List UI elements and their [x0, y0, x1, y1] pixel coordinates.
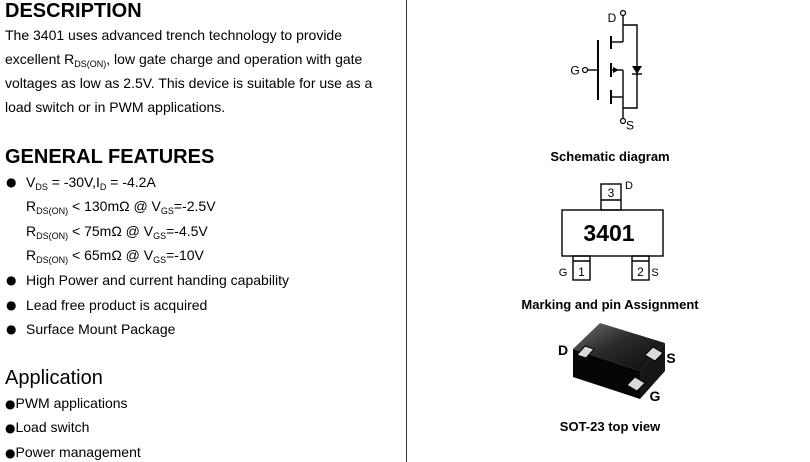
feature-item: Lead free product is acquired: [26, 297, 208, 313]
bullet-icon: ●: [6, 298, 17, 312]
spec-symbol: R: [26, 198, 37, 214]
pin3-number: 3: [608, 186, 615, 200]
package-pin-s: [644, 346, 664, 362]
feature-item: Surface Mount Package: [26, 321, 176, 337]
description-text: , low gate charge and operation with gat…: [106, 51, 363, 67]
schematic-pin-g: G: [570, 64, 579, 78]
pin2-number: 2: [637, 265, 644, 279]
package-front-face: [573, 349, 640, 399]
application-text: PWM applications: [15, 395, 128, 411]
description-line-4: load switch or in PWM applications.: [5, 99, 225, 115]
spec-value: =-2.5V: [173, 198, 216, 214]
spec-subscript: D: [99, 182, 107, 192]
description-line-1: The 3401 uses advanced trench technology…: [5, 27, 342, 43]
pin1-outline: [572, 255, 591, 281]
mosfet-schematic-icon: D G S: [570, 9, 642, 133]
package-body-outline: [561, 209, 664, 257]
spec-value: < 65mΩ @ V: [68, 247, 154, 263]
bullet-icon: ●: [6, 175, 17, 189]
spec-subscript: GS: [160, 206, 174, 216]
gate-terminal: [581, 66, 589, 74]
package-caption: SOT-23 top view: [559, 419, 661, 434]
package-label-s: S: [666, 350, 675, 366]
feature-spec-rdson-10v: RDS(ON) < 65mΩ @ VGS=-10V: [26, 247, 204, 265]
package-pin-g: [626, 376, 646, 392]
spec-symbol: V: [26, 174, 36, 190]
schematic-pin-d: D: [608, 11, 617, 25]
pin2-outline: [631, 255, 650, 281]
spec-value: =-4.5V: [166, 223, 208, 239]
feature-item: High Power and current handing capabilit…: [26, 272, 290, 288]
spec-symbol: I: [96, 174, 100, 190]
application-text: Power management: [15, 444, 141, 460]
description-text: load switch or in PWM applications.: [5, 99, 226, 115]
package-top-face: [573, 323, 665, 371]
sot23-package-icon: D S G: [558, 323, 676, 404]
description-subscript: DS(ON): [74, 59, 107, 69]
application-item: ●PWM applications: [5, 395, 128, 412]
bullet-icon: ●: [6, 322, 17, 336]
application-item: ●Power management: [5, 444, 141, 461]
application-item: ●Load switch: [5, 419, 89, 436]
spec-value: =-10V: [166, 247, 204, 263]
pin2-label: S: [651, 267, 658, 279]
marking-caption: Marking and pin Assignment: [521, 297, 699, 312]
application-text: Load switch: [15, 419, 90, 435]
application-heading: Application: [5, 367, 103, 389]
spec-subscript: GS: [153, 255, 167, 265]
column-divider: [406, 0, 407, 462]
bullet-icon: ●: [5, 397, 16, 411]
source-terminal: [619, 117, 627, 125]
description-text: The 3401 uses advanced trench technology…: [5, 27, 343, 43]
marking-code: 3401: [583, 220, 634, 246]
bullet-icon: ●: [5, 446, 16, 460]
description-line-3: voltages as low as 2.5V. This device is …: [5, 75, 372, 91]
bullet-icon: ●: [6, 273, 17, 287]
spec-symbol: R: [26, 247, 37, 263]
feature-spec-rdson-4v5: RDS(ON) < 75mΩ @ VGS=-4.5V: [26, 223, 208, 241]
spec-value: = -4.2A: [106, 174, 156, 190]
spec-subscript: DS(ON): [36, 231, 69, 241]
pin1-number: 1: [578, 265, 585, 279]
spec-symbol: R: [26, 223, 37, 239]
schematic-caption: Schematic diagram: [550, 149, 670, 164]
bullet-icon: ●: [5, 421, 16, 435]
marking-diagram: 3 D 3401 1 G 2 S: [559, 180, 664, 281]
spec-subscript: GS: [153, 231, 167, 241]
body-diode-triangle: [632, 66, 642, 74]
drain-terminal: [619, 9, 627, 17]
spec-value: < 130mΩ @ V: [68, 198, 161, 214]
description-text: voltages as low as 2.5V. This device is …: [5, 75, 373, 91]
description-line-2: excellent RDS(ON), low gate charge and o…: [5, 51, 362, 69]
description-text: excellent R: [5, 51, 75, 67]
spec-value: < 75mΩ @ V: [68, 223, 154, 239]
spec-subscript: DS(ON): [36, 206, 69, 216]
spec-subscript: DS(ON): [36, 255, 69, 265]
package-label-d: D: [558, 342, 568, 358]
spec-value: = -30V,: [47, 174, 96, 190]
feature-spec-rdson-2v5: RDS(ON) < 130mΩ @ VGS=-2.5V: [26, 198, 216, 216]
pin3-label: D: [625, 180, 633, 192]
channel-arrow-icon: [613, 67, 619, 73]
features-heading: GENERAL FEATURES: [5, 146, 215, 168]
package-pin-d: [576, 345, 595, 359]
spec-subscript: DS: [35, 182, 48, 192]
description-heading: DESCRIPTION: [5, 0, 142, 22]
package-label-g: G: [650, 388, 661, 404]
pin1-label: G: [559, 267, 568, 279]
schematic-pin-s: S: [626, 119, 634, 133]
feature-spec-vds: VDS = -30V,ID = -4.2A: [26, 174, 156, 192]
